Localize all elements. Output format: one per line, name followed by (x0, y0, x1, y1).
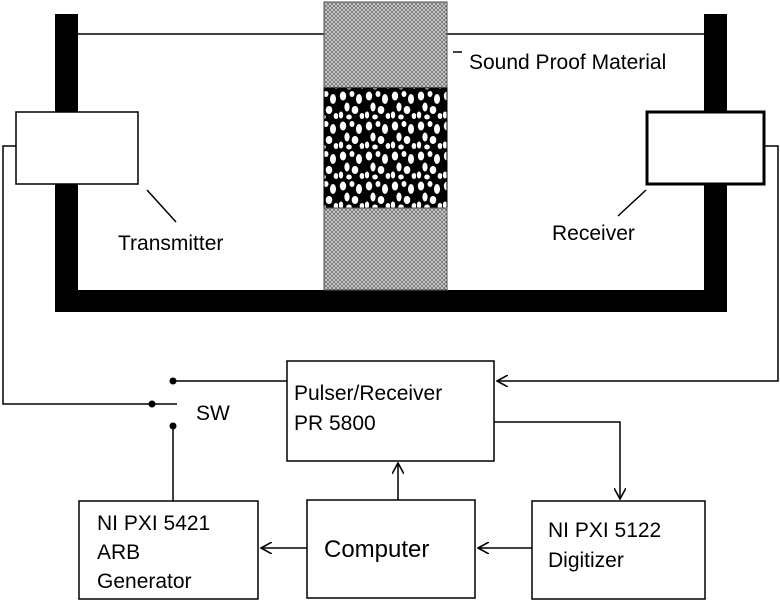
receiver-leader (617, 189, 647, 217)
tank-bottom (55, 290, 727, 312)
soundproof-block-top (323, 1, 448, 89)
arb-generator-box: NI PXI 5421 ARB Generator (78, 500, 259, 600)
switch: SW (148, 377, 287, 501)
digitizer-name: Digitizer (548, 549, 624, 572)
pulser-receiver-name: Pulser/Receiver (294, 382, 442, 405)
soundproof-label: Sound Proof Material (469, 51, 666, 74)
digitizer-box: NI PXI 5122 Digitizer (531, 500, 706, 600)
switch-contact-pulser (169, 377, 177, 385)
receiver-label: Receiver (552, 222, 635, 245)
computer-label: Computer (324, 536, 429, 563)
arb-generator-frame (78, 500, 259, 600)
transmitter-label: Transmitter (118, 232, 223, 255)
transmitter-cable (2, 145, 152, 405)
bone-sample (323, 87, 448, 209)
computer-frame (306, 499, 476, 599)
switch-label: SW (196, 402, 230, 425)
pulser-receiver-model: PR 5800 (294, 412, 376, 435)
computer-box: Computer (306, 499, 476, 599)
digitizer-model: NI PXI 5122 (548, 519, 661, 542)
arb-generator-type: ARB (97, 541, 140, 564)
pulser-receiver-frame (286, 360, 495, 462)
digitizer-frame (531, 500, 706, 600)
arb-generator-model: NI PXI 5421 (97, 512, 210, 535)
arb-generator-name: Generator (97, 570, 192, 593)
soundproof-block-bottom (323, 207, 448, 291)
water-tank (55, 14, 727, 312)
pulser-to-digitizer-arrow (494, 421, 620, 499)
receiver-transducer (645, 110, 766, 186)
sample-column (323, 1, 448, 291)
receiver-cable (497, 145, 779, 381)
pulser-receiver-box: Pulser/Receiver PR 5800 (286, 360, 495, 462)
transmitter-leader (146, 189, 177, 223)
transmitter-transducer (15, 111, 139, 185)
